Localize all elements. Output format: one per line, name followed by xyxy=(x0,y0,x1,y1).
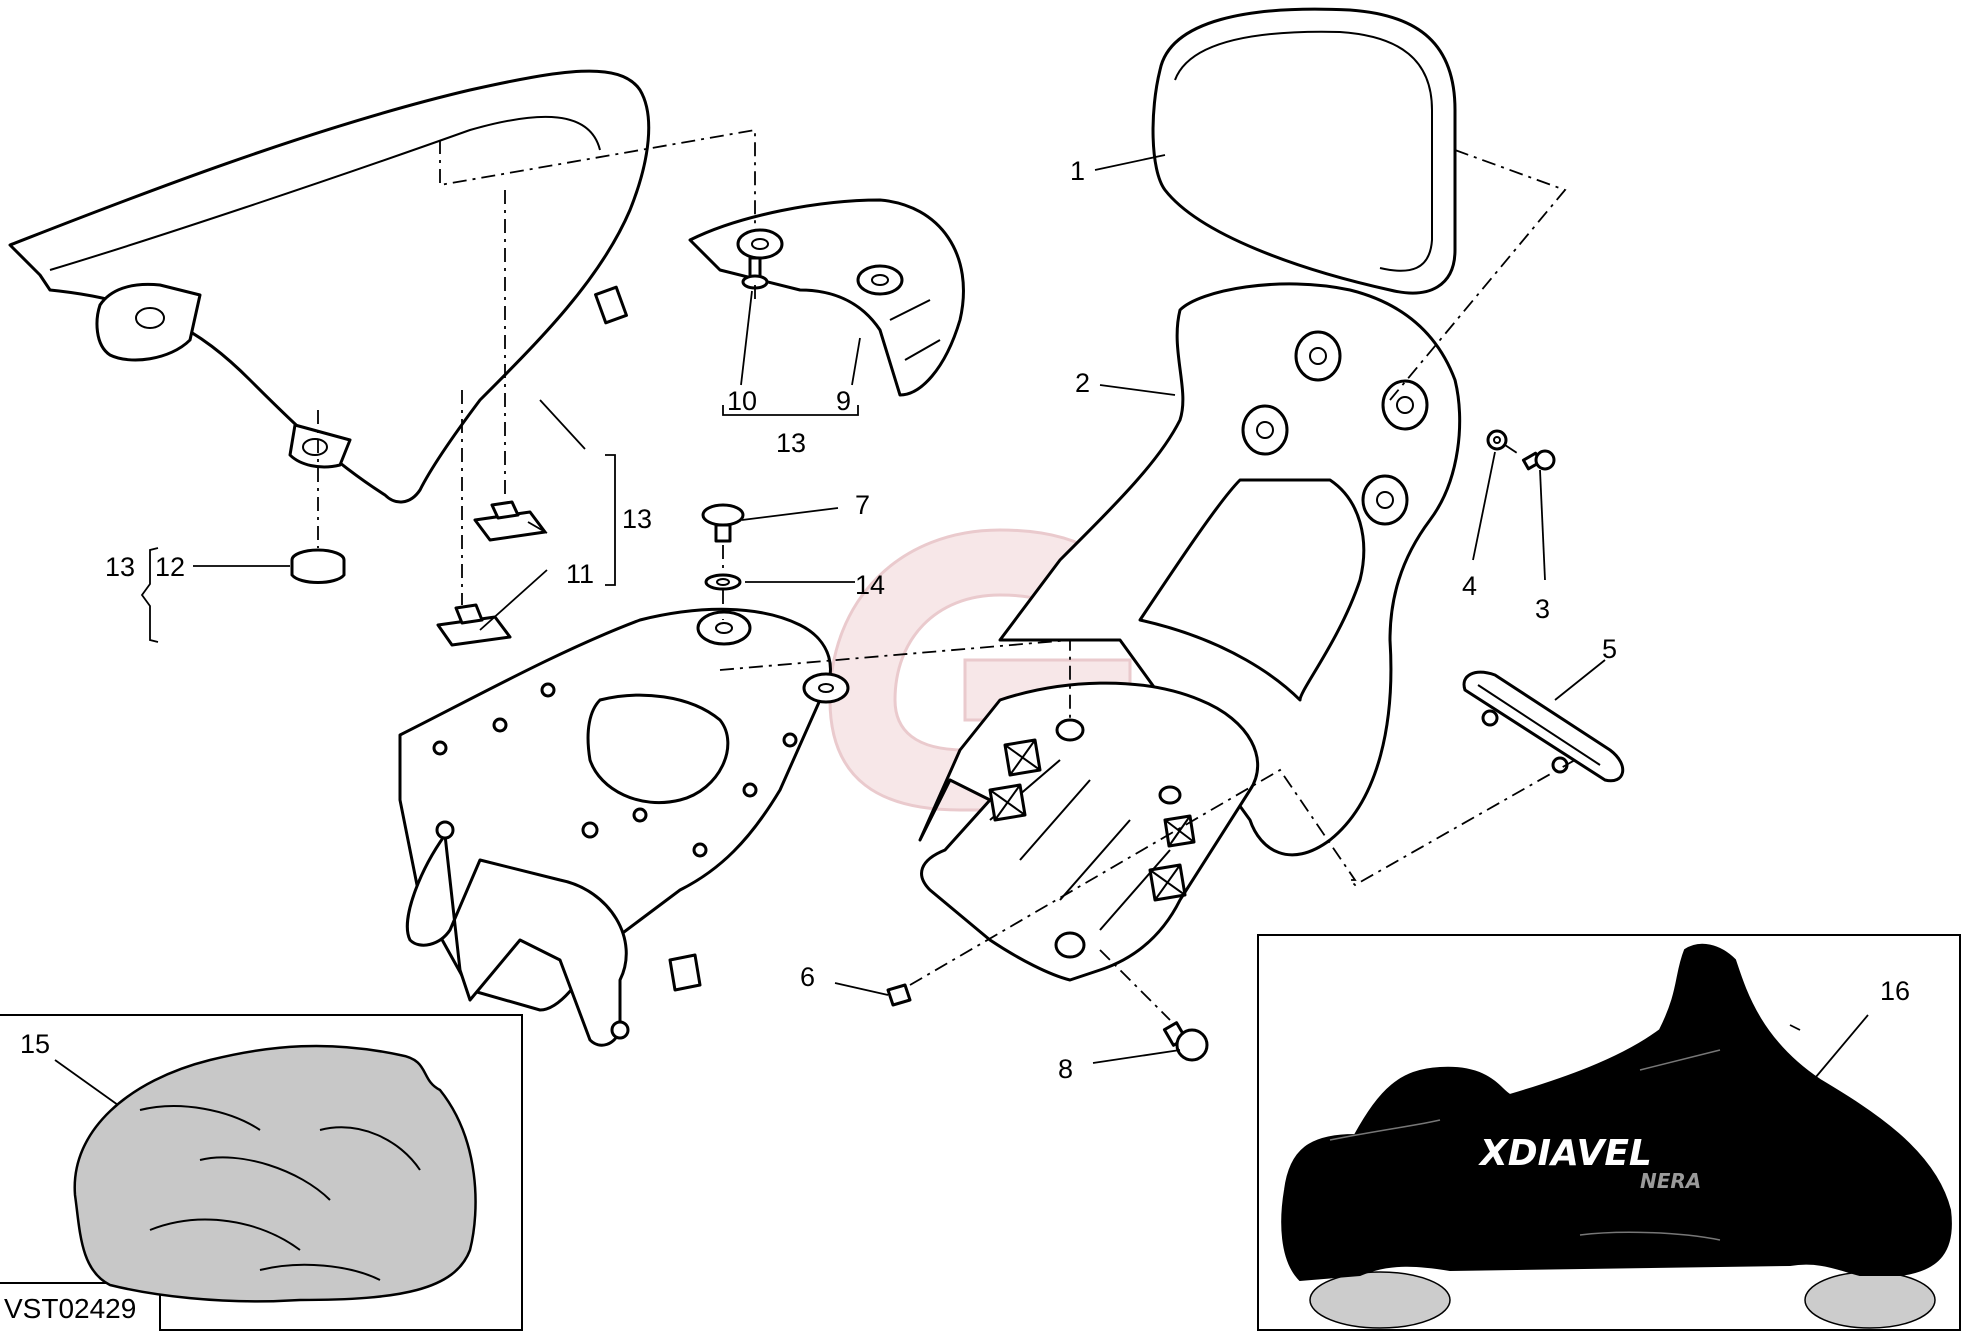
callout-10: 10 xyxy=(727,386,757,416)
inset-bag xyxy=(0,1014,523,1331)
callout-15: 15 xyxy=(20,1029,50,1059)
assembly-lines xyxy=(317,128,1576,1021)
callout-6: 6 xyxy=(800,962,815,992)
callout-13-top: 13 xyxy=(776,428,806,458)
callout-2: 2 xyxy=(1075,368,1090,398)
washer-4 xyxy=(1486,429,1508,451)
callout-7: 7 xyxy=(855,490,870,520)
callout-13-left: 13 xyxy=(105,552,135,582)
washer-14 xyxy=(704,573,742,591)
rear-hugger-panel xyxy=(688,198,965,397)
strap-5 xyxy=(1462,670,1625,783)
screw-8 xyxy=(1162,1021,1209,1062)
seat-grommet xyxy=(290,548,346,584)
rider-seat xyxy=(8,69,651,504)
callout-13-mid: 13 xyxy=(622,504,652,534)
callout-11: 11 xyxy=(566,559,594,589)
inset-bike-cover: XDIAVEL NERA xyxy=(1257,934,1961,1331)
nut-6 xyxy=(886,983,912,1007)
callout-12: 12 xyxy=(155,552,185,582)
cover-brand-text: XDIAVEL xyxy=(1478,1133,1652,1174)
callout-3: 3 xyxy=(1535,594,1550,624)
seat-pad-upper xyxy=(473,500,547,542)
callout-8: 8 xyxy=(1058,1054,1073,1084)
leaders xyxy=(140,154,1801,1064)
bracket-latch-far xyxy=(1163,814,1196,848)
backrest-pad xyxy=(1151,7,1457,295)
seat-subframe xyxy=(398,607,850,1047)
callout-16: 16 xyxy=(1880,976,1910,1006)
backrest-bracket xyxy=(998,282,1462,857)
bracket-latch-right xyxy=(1148,863,1187,902)
callout-9: 9 xyxy=(836,386,851,416)
callout-labels: 1 2 3 4 5 6 7 8 9 10 11 12 13 13 13 14 1… xyxy=(20,156,1910,1084)
screw-3 xyxy=(1521,449,1556,471)
screw-7 xyxy=(701,503,745,543)
seat-pad-lower xyxy=(436,603,512,647)
callout-5: 5 xyxy=(1602,634,1617,664)
callout-1: 1 xyxy=(1070,156,1085,186)
cover-model-text: NERA xyxy=(1640,1169,1701,1193)
bracket-latch-mid xyxy=(988,783,1027,822)
callout-4: 4 xyxy=(1462,571,1477,601)
rear-mount-bracket xyxy=(918,681,1260,982)
diagram-code: VST02429 xyxy=(4,1293,136,1324)
callout-14: 14 xyxy=(855,570,885,600)
bracket-latch-left xyxy=(1003,738,1042,777)
